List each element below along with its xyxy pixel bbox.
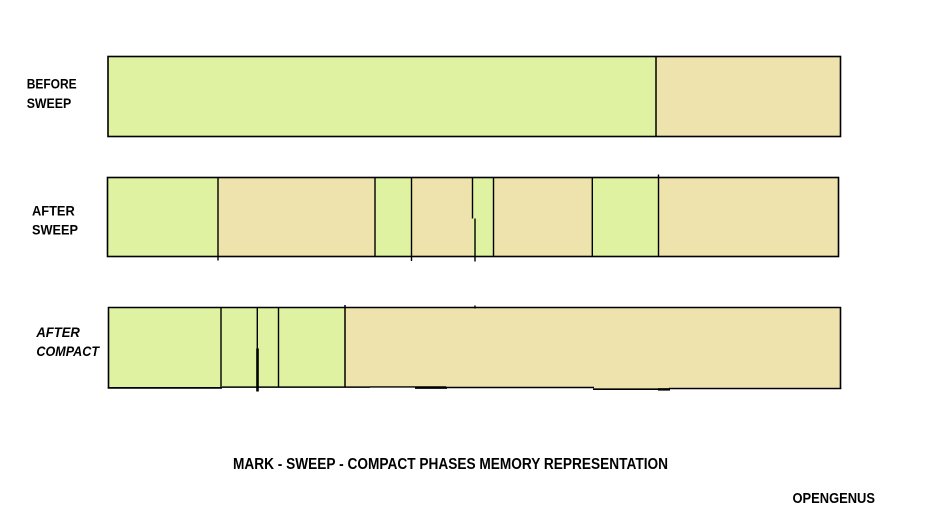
svg-text:AFTER: AFTER bbox=[35, 324, 80, 340]
svg-text:BEFORE: BEFORE bbox=[27, 76, 77, 92]
svg-text:SWEEP: SWEEP bbox=[32, 222, 78, 238]
svg-text:OPENGENUS: OPENGENUS bbox=[793, 491, 876, 507]
svg-text:AFTER: AFTER bbox=[32, 203, 75, 219]
svg-text:COMPACT: COMPACT bbox=[36, 343, 100, 359]
svg-text:MARK - SWEEP - COMPACT PHASES: MARK - SWEEP - COMPACT PHASES MEMORY REP… bbox=[233, 456, 668, 473]
svg-text:SWEEP: SWEEP bbox=[27, 95, 71, 111]
